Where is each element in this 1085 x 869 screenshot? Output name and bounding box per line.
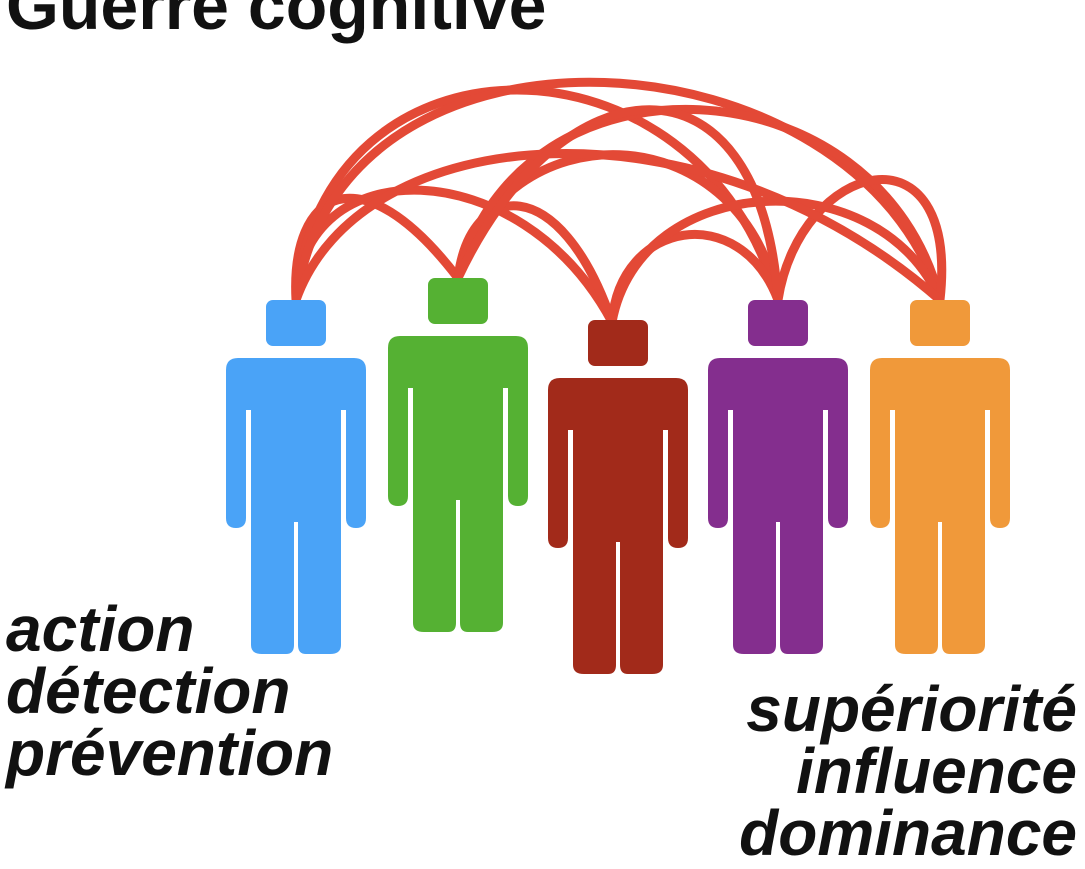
left-word-action: action	[6, 593, 195, 665]
person-icon-green	[388, 278, 528, 632]
right-word-influence: influence	[796, 735, 1077, 807]
connection-lines	[291, 77, 947, 327]
page-title: Guerre cognitive	[6, 0, 547, 44]
left-word-prevention: prévention	[6, 717, 334, 789]
person-icon-purple	[708, 300, 848, 654]
right-word-dominance: dominance	[739, 797, 1077, 869]
left-word-detection: détection	[6, 655, 291, 727]
link-green-orange	[453, 104, 945, 305]
left-word-list: action détection prévention	[6, 593, 334, 789]
link-green-purple-2	[453, 105, 783, 305]
link-blue-orange	[291, 77, 945, 305]
people-group	[226, 278, 1010, 674]
right-word-list: supériorité influence dominance	[739, 673, 1077, 869]
link-purple-orange	[773, 175, 947, 305]
link-blue-orange-2	[291, 149, 945, 305]
person-icon-orange	[870, 300, 1010, 654]
person-icon-red	[548, 320, 688, 674]
right-word-superiority: supériorité	[746, 673, 1077, 745]
link-red-orange	[607, 196, 945, 327]
